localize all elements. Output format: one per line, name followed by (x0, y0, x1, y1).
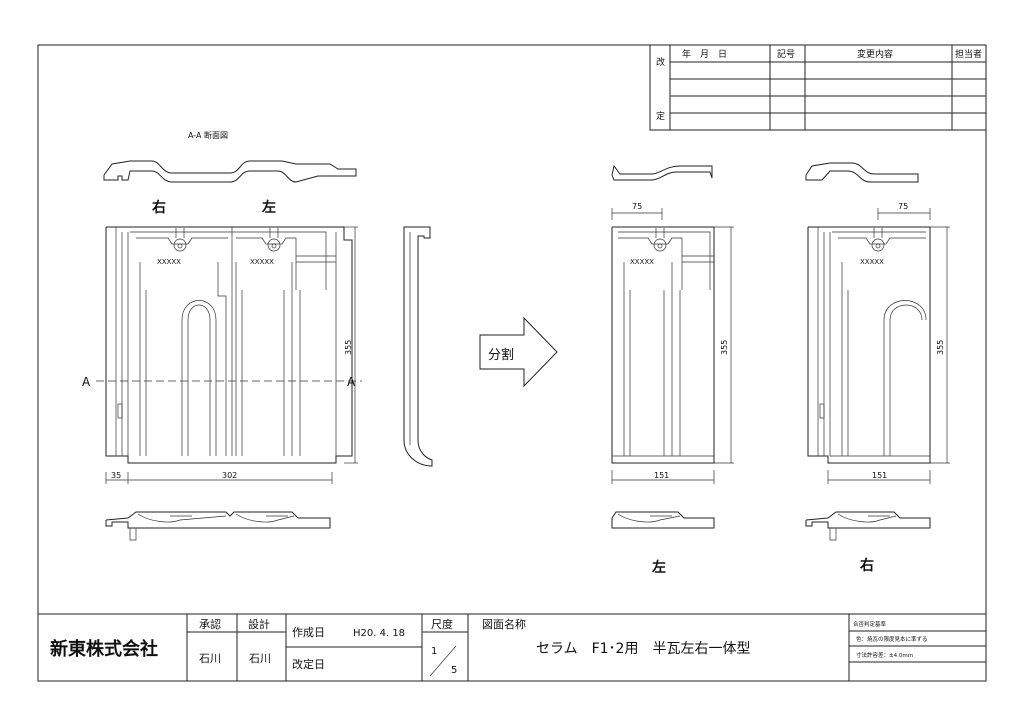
created-label: 作成日 (292, 626, 325, 639)
company-name: 新東株式会社 (50, 638, 158, 660)
half-left-bottom-profile (611, 511, 715, 529)
half-right-bottom-profile (805, 511, 931, 541)
revised-label: 改定日 (292, 657, 325, 671)
dim-small-left-text: 75 (632, 202, 642, 211)
dim-small-right-text: 75 (898, 202, 908, 211)
xxxxx-label-3: XXXXX (630, 258, 654, 266)
half-left-plan (611, 226, 715, 464)
revision-header-symbol: 記号 (777, 48, 795, 60)
scale-numerator: 1 (431, 646, 437, 657)
dim-small-left (611, 208, 663, 220)
drawing-frame (37, 44, 987, 682)
dim-height-left-text: 355 (344, 340, 353, 355)
half-right-top-profile (805, 162, 919, 183)
section-view-title: A-A 断面図 (188, 130, 228, 140)
bottom-label-left: 左 (651, 559, 666, 576)
approve-name: 石川 (199, 652, 221, 665)
xxxxx-label-2: XXXXX (250, 258, 274, 266)
approve-label: 承認 (199, 617, 221, 631)
dim-half-width-mid-text: 151 (654, 471, 669, 480)
label-left-top: 左 (261, 199, 276, 216)
revision-header-content: 変更内容 (857, 48, 893, 60)
drawing-name-label: 図面名称 (482, 617, 526, 631)
label-right-top: 右 (151, 199, 166, 216)
revision-side-label-top: 改 (656, 56, 665, 68)
dim-height-mid (714, 226, 734, 464)
section-mark-left: A (82, 375, 91, 389)
dim-height-left (344, 226, 358, 464)
bottom-profile-full (105, 511, 331, 541)
dim-half-width-mid (611, 470, 715, 484)
revision-header-date: 年 月 日 (682, 48, 727, 60)
dim-height-right-text: 355 (936, 340, 945, 355)
criteria-tolerance: 寸法許容差：±4.0mm (856, 651, 913, 659)
dim-height-mid-text: 355 (720, 340, 729, 355)
revision-side-label-bottom: 定 (656, 110, 665, 122)
bottom-label-right: 右 (859, 557, 874, 574)
criteria-title: 合否判定基準 (853, 620, 887, 628)
top-section-profile (103, 160, 357, 183)
xxxxx-label-4: XXXXX (860, 258, 884, 266)
scale-label: 尺度 (431, 617, 453, 631)
dim-half-width-right (827, 470, 931, 484)
split-label: 分割 (488, 347, 514, 363)
title-block (38, 613, 986, 681)
side-profile (403, 226, 433, 467)
criteria-color: 色：焼瓦の限度見本に準ずる (856, 635, 928, 643)
drawing-name: セラム F1･2用 半瓦左右一体型 (536, 641, 750, 657)
split-arrow (479, 316, 558, 388)
dim-half-width-right-text: 151 (872, 471, 887, 480)
dim-full-width-text: 302 (222, 471, 237, 480)
xxxxx-label-1: XXXXX (157, 258, 181, 266)
section-mark-right: A (347, 375, 356, 389)
design-name: 石川 (249, 652, 271, 665)
dim-height-right (930, 226, 950, 464)
full-tile-plan (105, 226, 353, 464)
created-date: H20. 4. 18 (353, 628, 405, 639)
half-left-top-profile (611, 164, 713, 181)
dim-left-margin-text: 35 (111, 471, 121, 480)
design-label: 設計 (248, 617, 270, 631)
dim-small-right (877, 208, 931, 220)
scale-denominator: 5 (451, 665, 457, 676)
revision-header-person: 担当者 (955, 48, 982, 60)
dim-widths-left (105, 472, 333, 484)
revision-table: 改 定 年 月 日 記号 変更内容 担当者 (649, 44, 987, 131)
